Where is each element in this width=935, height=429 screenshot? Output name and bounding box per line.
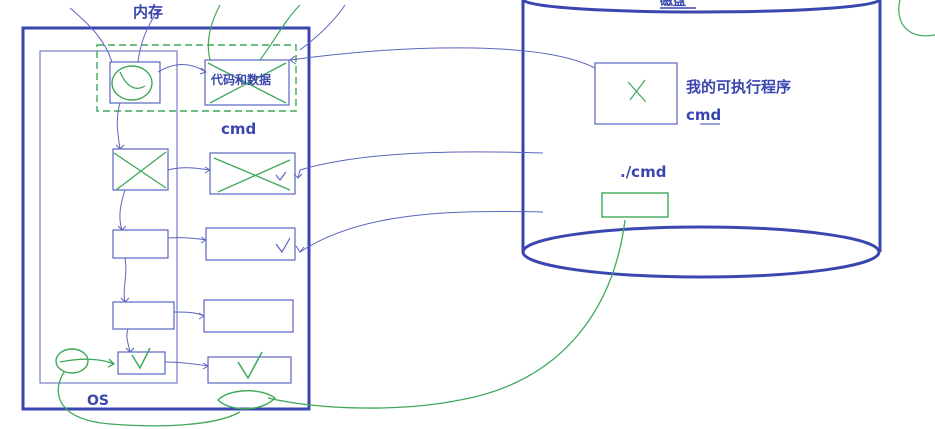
disk-top-arc xyxy=(521,0,881,14)
pcb-to-data-arrows xyxy=(157,64,211,370)
run-cmd-label: ./cmd xyxy=(620,163,666,181)
top-doodles-blue xyxy=(69,4,346,63)
memory-title: 内存 xyxy=(133,3,163,21)
executable-label: 我的可执行程序 xyxy=(686,78,791,96)
pcb-box-3 xyxy=(112,229,169,259)
cmd-file-small-box xyxy=(601,192,669,218)
dashed-group-outline xyxy=(96,44,297,112)
check-marks-blue xyxy=(275,171,291,254)
executable-cmd-label: cmd xyxy=(686,106,721,124)
data-box-4 xyxy=(203,299,294,333)
cmd-memory-label: cmd xyxy=(221,120,256,138)
pcb-box-1 xyxy=(109,61,161,104)
strike-marks xyxy=(113,62,291,193)
memory-block: 内存 代码和数据 cmd OS xyxy=(21,3,346,411)
highlight-circle-1 xyxy=(111,65,153,101)
memory-inner-column xyxy=(39,50,178,384)
os-loop-curve xyxy=(57,371,241,427)
pcb-chain-arrows xyxy=(115,102,135,353)
side-doodle xyxy=(898,0,935,37)
highlight-circle-2 xyxy=(55,348,89,374)
disk-cylinder: 磁盘 我的可执行程序 cmd ./cmd xyxy=(521,0,882,279)
memory-outer-frame xyxy=(21,26,311,411)
disk-title: 磁盘 xyxy=(660,0,686,9)
check-marks xyxy=(131,347,263,380)
load-arrows xyxy=(289,47,596,253)
exec-return-curve xyxy=(267,219,626,409)
pcb-box-4 xyxy=(112,301,175,330)
code-data-label: 代码和数据 xyxy=(210,72,271,87)
os-arrow-stroke xyxy=(59,358,116,368)
os-label: OS xyxy=(87,393,109,409)
data-box-2 xyxy=(209,152,296,195)
disk-bottom-ellipse xyxy=(521,225,881,279)
executable-file-cross xyxy=(627,79,647,103)
data-box-5 xyxy=(207,356,292,384)
executable-file-box xyxy=(594,62,678,125)
top-doodles xyxy=(207,4,301,61)
pcb-box-5 xyxy=(117,351,166,375)
code-data-box xyxy=(204,59,290,106)
data-box-3 xyxy=(205,227,296,261)
os-circle xyxy=(217,390,277,410)
